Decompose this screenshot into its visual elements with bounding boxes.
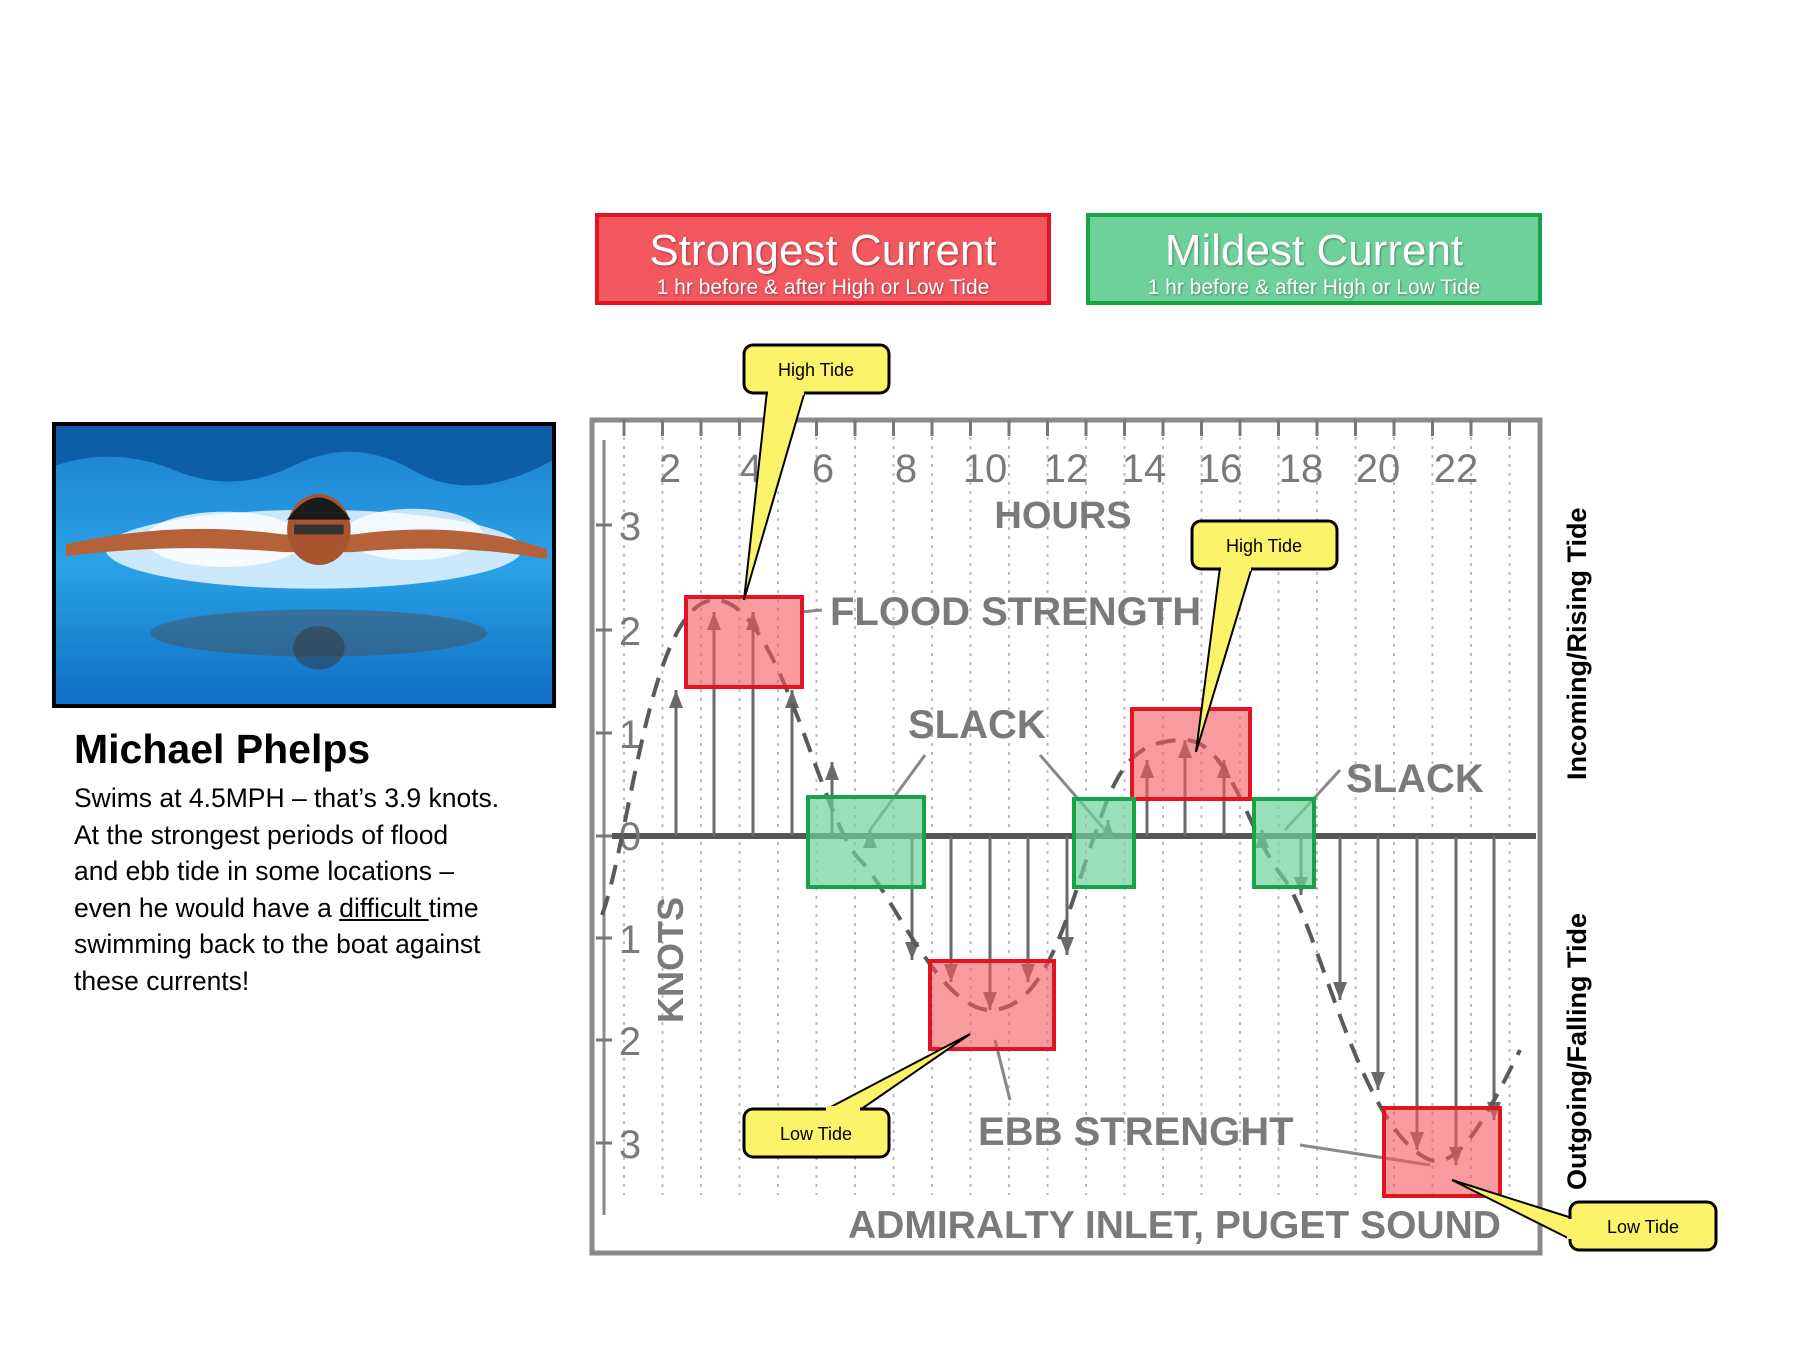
knot-tick: 0 [619,815,641,859]
outgoing-falling-tide-label: Outgoing/Falling Tide [1562,913,1592,1190]
strongest-marker-ebb-1 [928,959,1056,1051]
hour-tick-labels: 2 4 6 8 10 12 14 16 18 20 22 [659,447,1478,491]
strongest-current-legend: Strongest Current 1 hr before & after Hi… [595,213,1051,305]
desc-line-2: At the strongest periods of flood [74,819,449,850]
low-tide-label: Low Tide [1607,1217,1679,1237]
low-tide-label: Low Tide [780,1124,852,1144]
low-tide-callout-1: Low Tide [742,1033,971,1159]
mildest-current-title: Mildest Current [1164,226,1464,275]
high-tide-callout-2: High Tide [1190,519,1339,753]
strongest-marker-flood-2 [1130,707,1252,801]
hour-tick: 10 [963,447,1008,491]
incoming-rising-tide-label: Incoming/Rising Tide [1562,507,1592,780]
current-arrow-head [1333,982,1347,1000]
mildest-marker-slack-2 [1072,797,1136,889]
mildest-current-subtitle: 1 hr before & after High or Low Tide [1147,276,1481,299]
knot-tick: 3 [619,505,641,549]
hour-tick: 8 [895,447,917,491]
high-tide-label: High Tide [1226,536,1302,556]
swimmer-illustration [56,426,552,704]
mildest-marker-slack-1 [806,795,926,889]
swimmer-name: Michael Phelps [74,726,371,772]
desc-line-1: Swims at 4.5MPH – that’s 3.9 knots. [74,783,500,813]
strongest-marker-flood-1 [684,595,804,689]
desc-line-6: these currents! [74,965,250,996]
knot-tick-labels: 3 2 1 0 1 2 3 [619,505,641,1167]
desc-line-5: swimming back to the boat against [74,929,481,959]
slack-label-1: SLACK [908,703,1046,747]
strongest-marker-ebb-2 [1382,1106,1502,1198]
desc-line-4-start: even he would have a [74,892,340,923]
knot-tick: 1 [619,918,641,962]
mildest-current-markers [806,795,1316,889]
swimmer-photo [52,422,556,708]
current-arrow-head [825,762,839,780]
knot-tick: 2 [619,610,641,654]
low-tide-callout-2: Low Tide [1451,1179,1718,1252]
difficult-word: difficult [339,892,429,923]
slack-label-2: SLACK [1346,757,1484,801]
strongest-current-title: Strongest Current [649,226,997,275]
knot-ticks [596,523,612,1145]
knots-label: KNOTS [650,897,691,1023]
high-tide-callout-1: High Tide [742,343,891,601]
strongest-current-subtitle: 1 hr before & after High or Low Tide [656,276,990,299]
chart-footer: ADMIRALTY INLET, PUGET SOUND [848,1204,1501,1247]
strongest-current-markers [684,595,1502,1198]
flood-strength-label: FLOOD STRENGTH [830,590,1201,634]
desc-line-4: even he would have a difficult time [74,890,554,927]
hour-tick: 18 [1279,447,1324,491]
current-arrow-head [1060,937,1074,955]
hour-tick: 20 [1356,447,1401,491]
hour-tick: 12 [1044,447,1089,491]
desc-line-3: and ebb tide in some locations – [74,856,455,886]
knot-tick: 1 [619,713,641,757]
mildest-current-legend: Mildest Current 1 hr before & after High… [1086,213,1542,305]
swimmer-description: Swims at 4.5MPH – that’s 3.9 knots. At t… [74,780,554,999]
knot-tick: 2 [619,1020,641,1064]
high-tide-label: High Tide [778,360,854,380]
mildest-marker-slack-3 [1252,797,1316,889]
current-arrow-head [1371,1072,1385,1090]
current-arrow-head [669,690,683,708]
hour-tick: 16 [1198,447,1243,491]
hour-tick: 2 [659,447,681,491]
ebb-strength-label: EBB STRENGHT [978,1110,1294,1154]
hour-tick: 6 [812,447,834,491]
hour-tick: 22 [1434,447,1479,491]
knot-tick: 3 [619,1123,641,1167]
current-arrow-head [785,690,799,708]
hour-tick: 14 [1122,447,1167,491]
desc-line-4-end: time [428,892,479,923]
hours-label: HOURS [994,495,1131,537]
